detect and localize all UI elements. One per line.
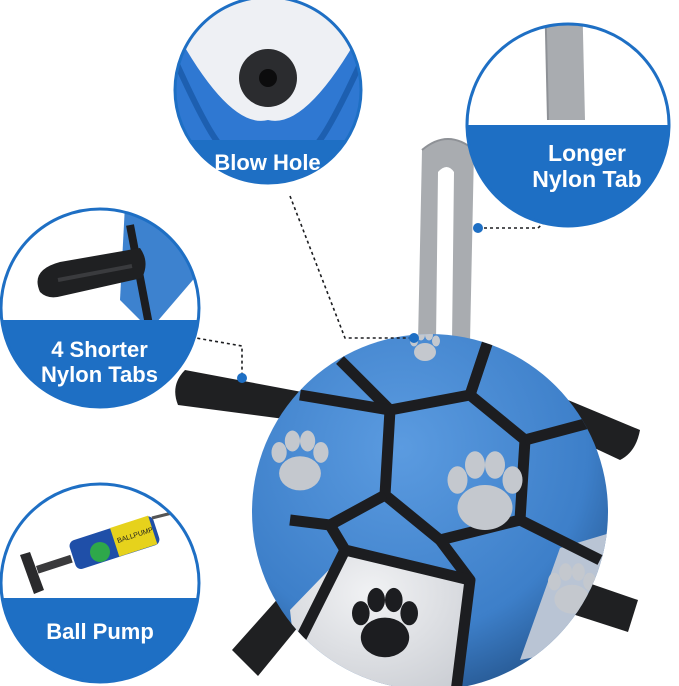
callout-longer-tab xyxy=(465,22,671,228)
ball-pump-label: Ball Pump xyxy=(46,619,154,644)
shorter-nylon-tabs-label-line2: Nylon Tabs xyxy=(41,362,158,388)
short-tab-left xyxy=(175,370,302,420)
longer-nylon-tab-label: Longer Nylon Tab xyxy=(522,140,652,193)
callout-ball-pump: BALLPUMP xyxy=(0,482,201,684)
longer-nylon-tab-label-line2: Nylon Tab xyxy=(532,166,642,193)
longer-nylon-tab xyxy=(418,139,474,342)
shorter-nylon-tabs-label: 4 Shorter Nylon Tabs xyxy=(32,337,167,388)
longer-nylon-tab-label-line1: Longer xyxy=(548,140,626,166)
callout-blow-hole xyxy=(173,0,363,185)
shorter-nylon-tabs-label-line1: 4 Shorter xyxy=(51,337,148,362)
blow-hole-label: Blow Hole xyxy=(214,150,321,175)
